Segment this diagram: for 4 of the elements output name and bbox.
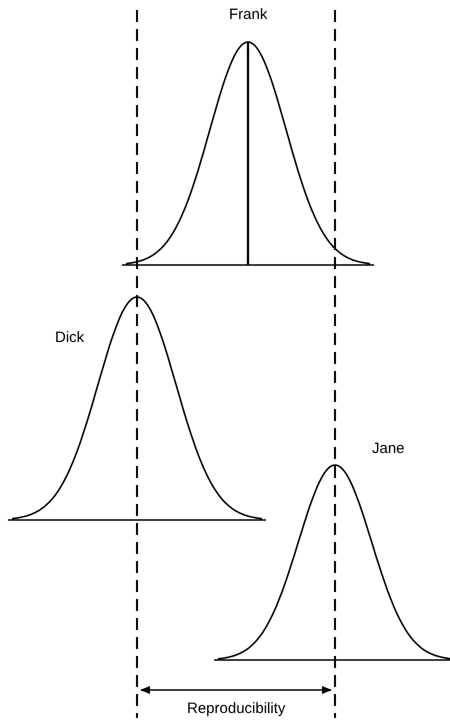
- curve-label: Jane: [372, 440, 405, 458]
- dimension-label: Reproducibility: [187, 700, 286, 718]
- curve-label: Dick: [55, 329, 84, 347]
- curve-label: Frank: [229, 6, 268, 24]
